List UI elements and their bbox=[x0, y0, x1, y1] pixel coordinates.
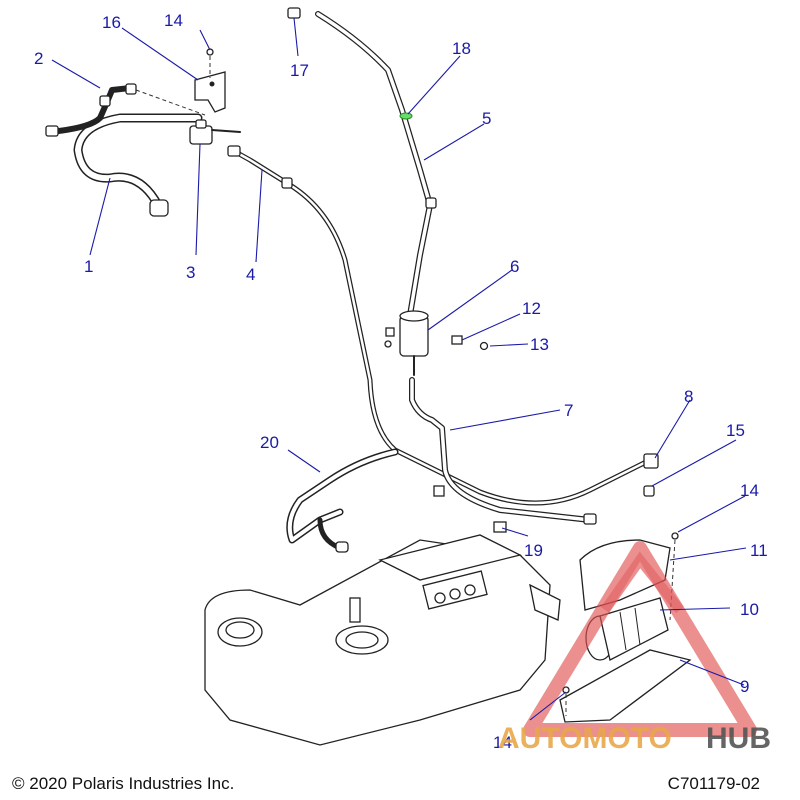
callout-13: 13 bbox=[530, 335, 549, 354]
callout-20: 20 bbox=[260, 433, 279, 452]
callout-14-top: 14 bbox=[164, 11, 183, 30]
drawing-code: C701179-02 bbox=[667, 774, 760, 793]
callout-6: 6 bbox=[510, 257, 519, 276]
part-1-vent-hose bbox=[73, 113, 203, 217]
callout-14-bottom: 14 bbox=[493, 733, 512, 752]
part-16-bracket bbox=[194, 71, 226, 113]
callout-4: 4 bbox=[246, 265, 255, 284]
callout-15: 15 bbox=[726, 421, 745, 440]
automotohub-watermark bbox=[523, 541, 757, 737]
part-18-clamp bbox=[399, 112, 413, 120]
callout-14-right: 14 bbox=[740, 481, 759, 500]
callouts: 1 2 3 4 5 6 7 8 9 10 11 12 13 14 14 14 1… bbox=[34, 11, 768, 752]
callout-17: 17 bbox=[290, 61, 309, 80]
callout-10: 10 bbox=[740, 600, 759, 619]
part-4-fuel-line bbox=[227, 145, 653, 506]
callout-19: 19 bbox=[524, 541, 543, 560]
part-9-plate bbox=[559, 649, 692, 723]
callout-11: 11 bbox=[750, 541, 768, 560]
callout-5: 5 bbox=[482, 109, 491, 128]
leader-lines bbox=[51, 17, 747, 721]
part-3-valve bbox=[189, 119, 241, 145]
callout-1: 1 bbox=[84, 257, 93, 276]
watermark-hub: HUB bbox=[706, 722, 771, 755]
callout-16: 16 bbox=[102, 13, 121, 32]
part-20-vent-hose bbox=[286, 448, 399, 553]
callout-18: 18 bbox=[452, 39, 471, 58]
callout-9: 9 bbox=[740, 677, 749, 696]
part-6-canister bbox=[384, 310, 429, 376]
watermark-text: AUTOMOTO HUB bbox=[498, 722, 771, 755]
part-15-cap bbox=[643, 485, 655, 497]
callout-8: 8 bbox=[684, 387, 693, 406]
part-19-clip bbox=[433, 485, 507, 533]
callout-12: 12 bbox=[522, 299, 541, 318]
part-5-vent-line bbox=[287, 7, 437, 318]
part-14-screw-top bbox=[206, 48, 214, 78]
watermark-automoto: AUTOMOTO bbox=[498, 722, 672, 755]
copyright-text: © 2020 Polaris Industries Inc. bbox=[12, 774, 235, 793]
callout-2: 2 bbox=[34, 49, 43, 68]
fuel-tank bbox=[204, 534, 561, 746]
part-13-screw bbox=[479, 341, 489, 351]
part-7-canister-hose bbox=[409, 377, 597, 525]
callout-7: 7 bbox=[564, 401, 573, 420]
part-2-breather-hose bbox=[45, 83, 206, 137]
part-12-clip bbox=[451, 335, 463, 345]
callout-3: 3 bbox=[186, 263, 195, 282]
part-8-fitting bbox=[643, 453, 659, 469]
